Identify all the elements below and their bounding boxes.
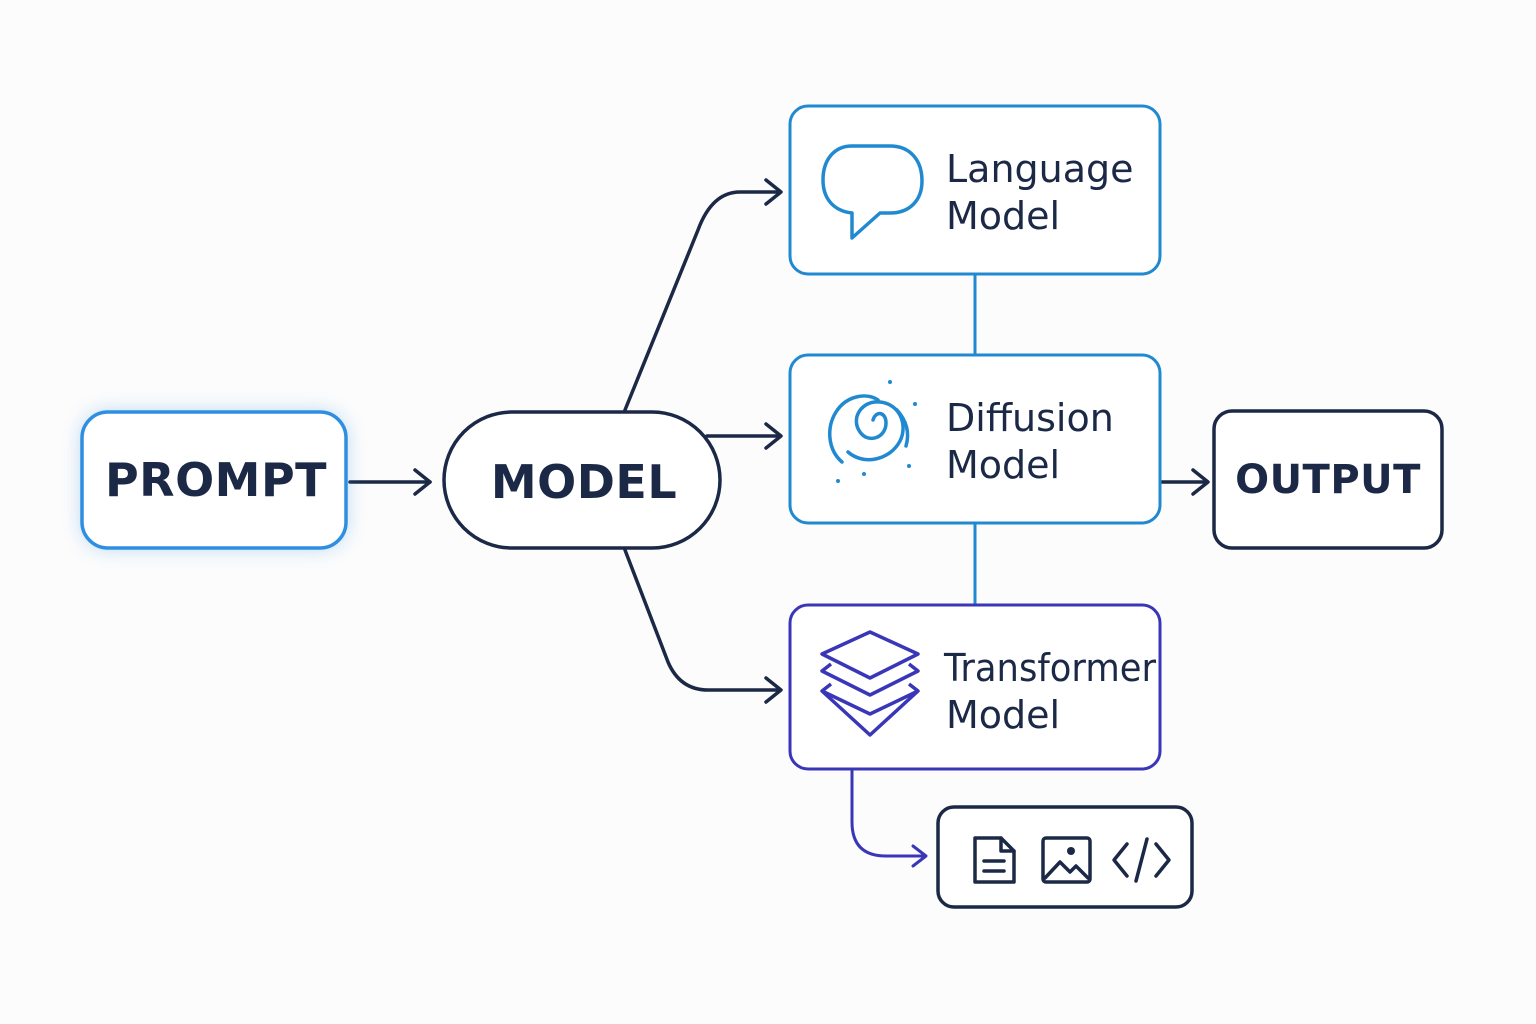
language-model-label-line1: Language: [946, 147, 1134, 191]
output-formats-node: [936, 805, 1194, 909]
model-node-box: [442, 410, 722, 550]
speech-bubble-icon: [821, 144, 924, 240]
model-to-transformer-arrow: [623, 548, 780, 692]
prompt-to-model-arrowhead: [413, 468, 432, 496]
code-icon: [1112, 837, 1171, 883]
transformer-model-node: Transformer Model: [788, 603, 1162, 771]
prompt-label: PROMPT: [105, 453, 327, 507]
model-node: MODEL: [442, 410, 722, 550]
spiral-icon: [828, 380, 917, 483]
output-label: OUTPUT: [1235, 457, 1421, 503]
language-model-box: [788, 104, 1162, 276]
diffusion-model-node: Diffusion Model: [788, 353, 1162, 525]
diffusion-model-box: [788, 353, 1162, 525]
image-icon: [1041, 836, 1092, 884]
output-node: OUTPUT: [1212, 409, 1444, 550]
model-to-transformer-arrowhead: [764, 676, 783, 704]
diffusion-model-label-line2: Model: [946, 443, 1060, 487]
transformer-model-label-line1: Transformer: [943, 646, 1156, 690]
diffusion-to-output-arrowhead: [1191, 468, 1210, 496]
prompt-node: PROMPT: [80, 410, 348, 550]
output-node-box: [1212, 409, 1444, 550]
transformer-to-formats-arrowhead: [911, 844, 928, 868]
model-to-language-arrow: [623, 190, 780, 412]
model-to-diffusion-arrowhead: [764, 422, 783, 450]
model-to-language-arrowhead: [764, 178, 783, 206]
transformer-model-box: [788, 603, 1162, 771]
language-model-node: Language Model: [788, 104, 1162, 276]
document-icon: [973, 836, 1016, 884]
layers-icon: [820, 630, 920, 737]
connectors: [348, 178, 1210, 868]
diffusion-model-label-line1: Diffusion: [946, 396, 1114, 440]
language-model-label-line2: Model: [946, 194, 1060, 238]
prompt-node-box: [80, 410, 348, 550]
model-label: MODEL: [491, 455, 677, 509]
transformer-to-formats-arrow: [850, 768, 924, 858]
transformer-model-label-line2: Model: [946, 693, 1060, 737]
